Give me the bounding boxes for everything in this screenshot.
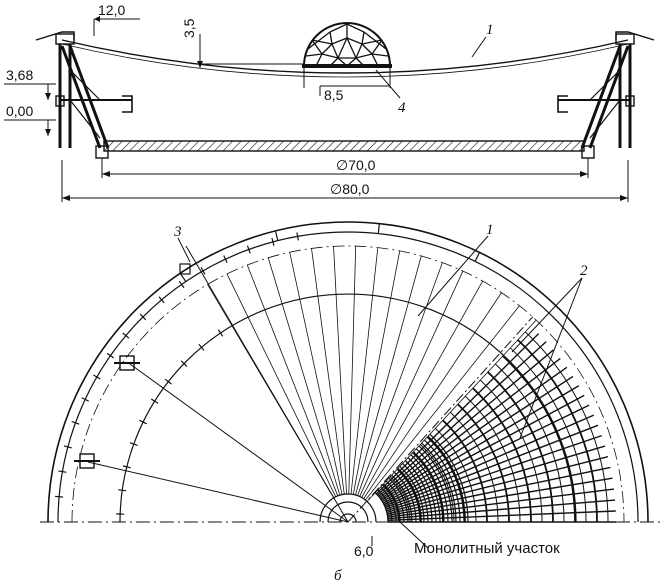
plan-callout-ring: 3 [173, 224, 182, 240]
figure-caption: б [334, 568, 342, 584]
zero-level-mark: 0,00 [6, 103, 33, 119]
radial-cable-fan [207, 246, 537, 502]
monolith-zone [319, 493, 377, 523]
outer-ring [47, 221, 649, 523]
ring-segment-ticks [55, 223, 481, 515]
monolith-label: Монолитный участок [414, 540, 560, 557]
left-anchor-blocks [74, 263, 191, 469]
top-level-mark: 3,68 [6, 67, 33, 83]
plan-view: 1 2 3 6,0 Монолитный участок б [40, 221, 660, 584]
ground-slab [103, 140, 585, 152]
inner-diameter-dim: ∅70,0 [336, 157, 376, 173]
grid-zone [347, 316, 616, 523]
outer-diameter-dim: ∅80,0 [330, 181, 370, 197]
dome-rise-dim: 3,5 [181, 18, 197, 38]
center-dimension: 6,0 [354, 543, 374, 559]
left-support-frame [35, 31, 133, 159]
inner-ring [119, 293, 577, 523]
left-tie-lines [87, 245, 349, 523]
dome-width-dim: 8,5 [324, 87, 344, 103]
elevation-section: 12,0 3,5 8,5 3,68 0,00 ∅70,0 ∅80,0 1 4 [4, 2, 655, 202]
callout-dome: 4 [398, 100, 406, 116]
plan-callout-radial-cables: 1 [486, 222, 494, 238]
right-support-frame [557, 31, 655, 159]
cable-roof [61, 39, 629, 74]
plan-callout-leaders [177, 235, 583, 549]
cable-sag-dim: 12,0 [98, 2, 125, 18]
cable-roof-lower [61, 43, 629, 78]
callout-cable-net: 1 [486, 22, 494, 38]
central-dome [302, 22, 392, 68]
plan-callout-grid: 2 [580, 263, 588, 279]
